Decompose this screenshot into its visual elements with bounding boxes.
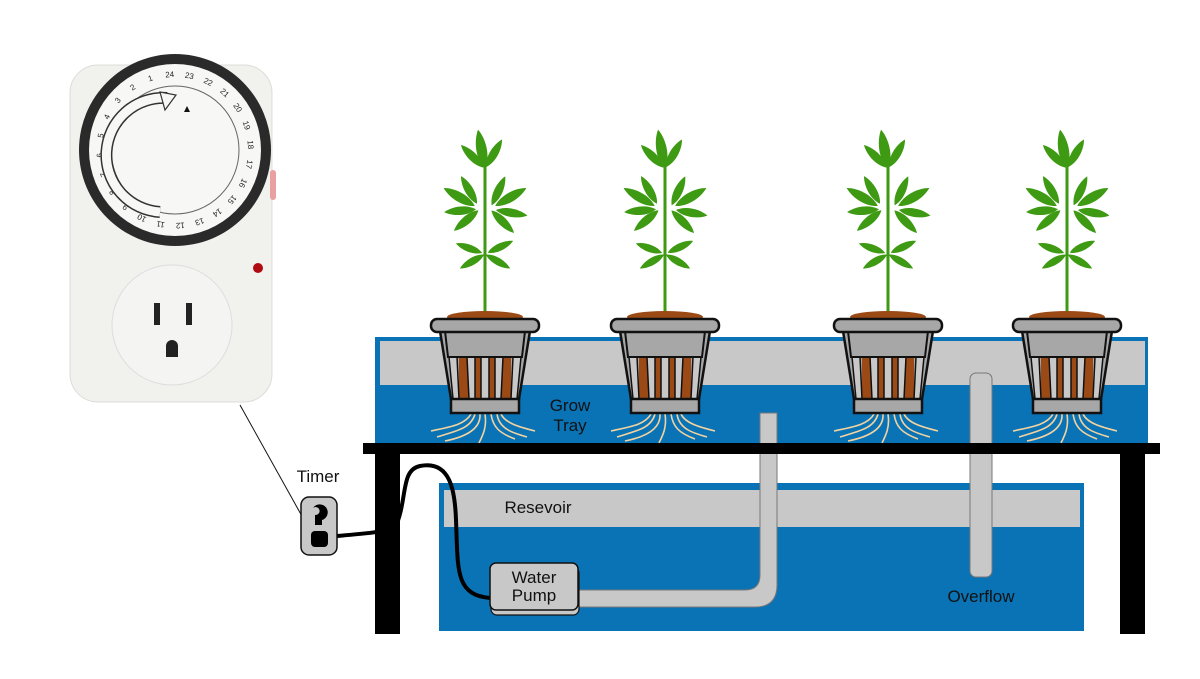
dial-number: 11	[155, 219, 165, 230]
table-leg-left	[375, 454, 400, 634]
dial-number: 23	[184, 71, 195, 82]
table-leg-right	[1120, 454, 1145, 634]
timer-leader-line	[239, 404, 304, 519]
dial-number: 5	[96, 132, 106, 139]
reservoir-label: Resevoir	[504, 498, 571, 517]
grow-tray-label-line2: Tray	[553, 416, 587, 435]
dial-number: 1	[147, 73, 155, 83]
dial-number: 24	[165, 70, 175, 80]
dial-number: 4	[102, 112, 112, 120]
water-pump	[489, 562, 580, 616]
dial-number: 16	[237, 177, 249, 189]
overflow-pipe	[969, 372, 993, 578]
timer-label: Timer	[297, 467, 340, 486]
outlet	[111, 264, 233, 386]
dial-number: 18	[246, 140, 256, 150]
power-cable	[336, 463, 491, 600]
supply-pipe	[577, 412, 778, 608]
dial-number: 8	[107, 187, 117, 196]
overflow-label: Overflow	[947, 587, 1015, 606]
timer-switch	[270, 170, 276, 200]
dial-number: 9	[120, 202, 130, 212]
water-pump-label-line1: Water	[512, 568, 557, 587]
indicator-led	[253, 263, 263, 273]
dial-number: 19	[241, 120, 253, 132]
dial-number: 3	[113, 95, 123, 105]
water-pump-label-line2: Pump	[512, 586, 556, 605]
dial-number: 22	[202, 76, 214, 88]
dial-number: 12	[175, 221, 185, 231]
dial-number: 2	[128, 82, 137, 92]
dial-number: 6	[95, 152, 104, 158]
dial-number: 17	[244, 159, 255, 170]
grow-tray-label-line1: Grow	[550, 396, 591, 415]
dial-pointer-icon	[184, 106, 190, 112]
dial-arrow-icon	[159, 91, 178, 112]
table	[363, 443, 1160, 634]
timer-plug-icon	[300, 496, 338, 556]
dial-number: 13	[193, 216, 205, 228]
